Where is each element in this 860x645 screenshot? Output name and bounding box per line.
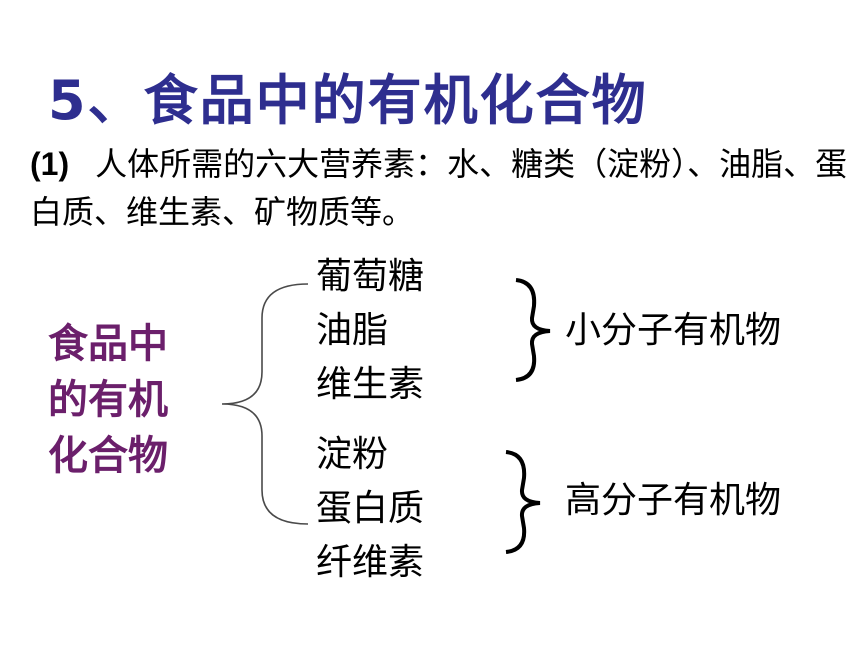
small-molecule-list: 葡萄糖 油脂 维生素 (316, 250, 424, 412)
list-item: 葡萄糖 (316, 256, 425, 297)
category-label-line: 食品中 (48, 321, 168, 367)
intro-text: 人体所需的六大营养素：水、糖类（淀粉）、油脂、蛋白质、维生素、矿物质等。 (30, 145, 848, 231)
list-item: 油脂 (316, 310, 389, 351)
small-molecule-result: 小分子有机物 (565, 310, 782, 351)
large-group-brace (505, 450, 541, 554)
left-brace (221, 283, 309, 525)
small-group-brace (515, 278, 551, 382)
intro-number: (1) (30, 146, 70, 182)
list-item: 蛋白质 (316, 488, 425, 529)
slide-title: 5、食品中的有机化合物 (48, 69, 648, 132)
list-item: 淀粉 (316, 434, 389, 475)
category-label-line: 的有机 (48, 377, 168, 423)
category-label-line: 化合物 (48, 433, 168, 479)
intro-paragraph: (1)人体所需的六大营养素：水、糖类（淀粉）、油脂、蛋白质、维生素、矿物质等。 (30, 140, 860, 236)
category-label: 食品中 的有机 化合物 (48, 316, 198, 484)
large-molecule-result: 高分子有机物 (565, 480, 782, 521)
list-item: 维生素 (316, 364, 425, 405)
large-molecule-list: 淀粉 蛋白质 纤维素 (316, 428, 424, 590)
list-item: 纤维素 (316, 542, 425, 583)
